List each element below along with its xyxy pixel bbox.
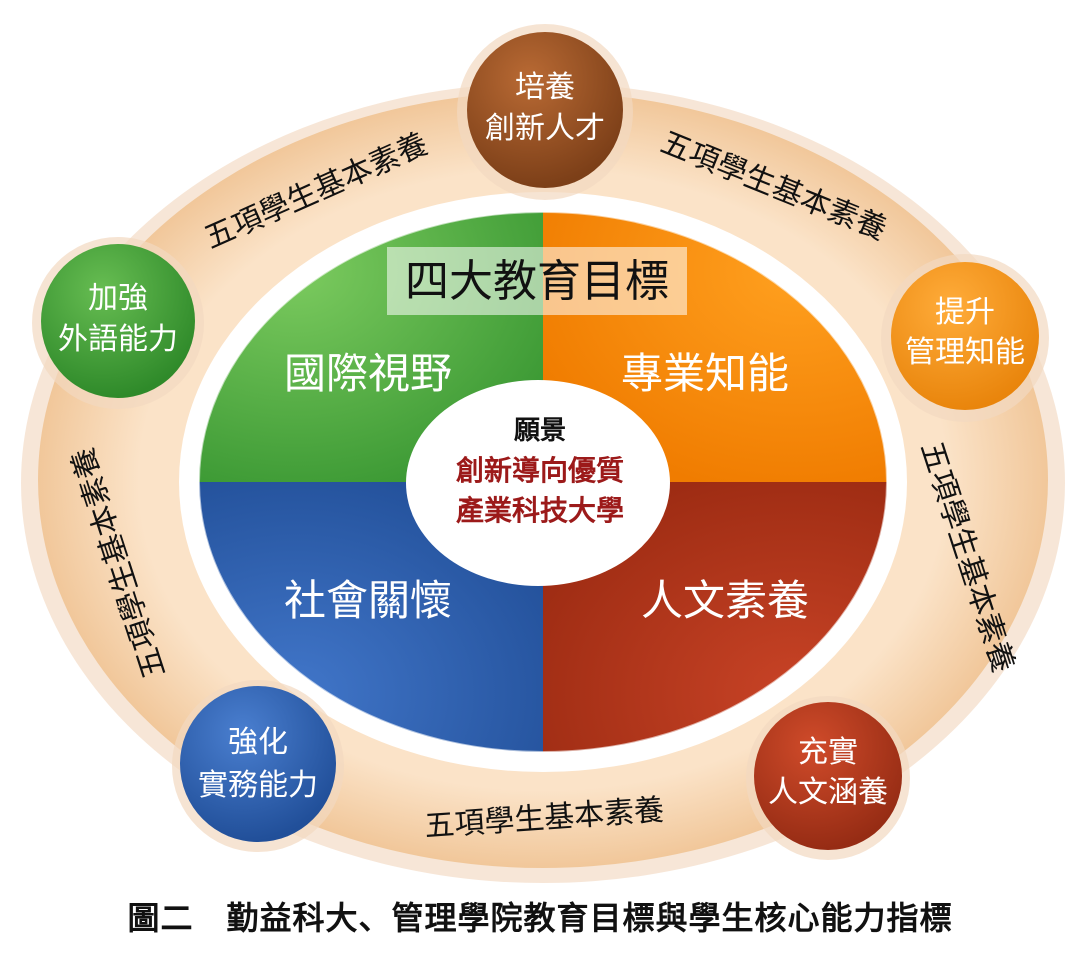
vision-line-2: 產業科技大學 — [456, 494, 624, 527]
competency-humanities-line1: 充實 — [798, 735, 858, 770]
competency-language-line2: 外語能力 — [58, 322, 178, 357]
competency-language-line1: 加強 — [88, 281, 148, 316]
vision-line-1: 創新導向優質 — [456, 454, 624, 487]
competency-innovation: 培養 創新人才 — [457, 24, 633, 200]
center-title-box — [387, 247, 687, 315]
center-title: 四大教育目標 — [405, 256, 669, 307]
competency-practice-line1: 強化 — [228, 725, 288, 760]
competency-management-line1: 提升 — [935, 295, 995, 330]
competency-management-line2: 管理知能 — [905, 335, 1025, 370]
competency-practice-line2: 實務能力 — [198, 768, 318, 803]
competency-language: 加強 外語能力 — [32, 237, 204, 409]
figure-caption: 圖二 勤益科大、管理學院教育目標與學生核心能力指標 — [127, 899, 953, 937]
quadrant-label-social-care: 社會關懷 — [284, 576, 452, 625]
quadrant-label-global-vision: 國際視野 — [284, 349, 452, 398]
competency-humanities-line2: 人文涵養 — [768, 775, 888, 810]
competency-practice: 強化 實務能力 — [172, 680, 344, 852]
competency-humanities: 充實 人文涵養 — [746, 696, 910, 860]
inner-ellipse-outline — [198, 211, 888, 753]
vision-ellipse — [406, 380, 670, 586]
quadrant-label-humanities: 人文素養 — [641, 576, 809, 625]
competency-innovation-line2: 創新人才 — [485, 111, 605, 146]
competency-innovation-line1: 培養 — [515, 70, 575, 105]
quadrant-label-professional: 專業知能 — [621, 349, 789, 398]
competency-management: 提升 管理知能 — [881, 254, 1049, 422]
vision-title: 願景 — [514, 416, 566, 446]
